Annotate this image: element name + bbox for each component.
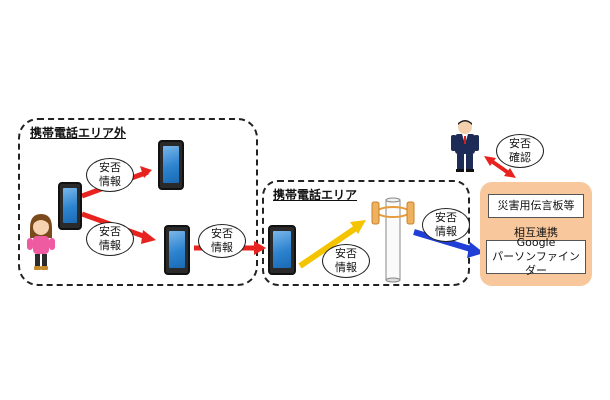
safety-info-bubble: 安否 情報	[422, 208, 470, 242]
bubble-line2: 情報	[435, 225, 457, 238]
businessman-person-icon	[451, 120, 479, 172]
bubble-line1: 安否	[435, 211, 457, 224]
google-person-finder-box: Google パーソンファインダー	[486, 236, 586, 277]
bubble-line1: 安否	[99, 225, 121, 238]
girl-person-icon	[27, 214, 55, 270]
bubble-line2: 情報	[211, 241, 233, 254]
red-double-arrow-icon	[484, 156, 516, 178]
disaster-message-board-label: 災害用伝言板等	[497, 199, 575, 212]
bubble-line2: 情報	[99, 175, 121, 188]
bubble-line2: 情報	[99, 239, 121, 252]
person-finder-line2: パーソンファインダー	[492, 250, 580, 277]
smartphone-icon	[158, 140, 184, 190]
safety-confirm-bubble: 安否 確認	[496, 134, 544, 168]
safety-info-bubble: 安否 情報	[86, 222, 134, 256]
bubble-line1: 安否	[211, 227, 233, 240]
bubble-line2: 確認	[509, 151, 531, 164]
smartphone-icon	[268, 225, 296, 275]
inside-area-title: 携帯電話エリア	[273, 188, 358, 202]
smartphone-icon	[164, 225, 190, 275]
smartphone-icon	[58, 182, 82, 230]
bubble-line2: 情報	[335, 261, 357, 274]
person-finder-line1: Google	[516, 236, 556, 249]
disaster-message-board-box: 災害用伝言板等	[488, 194, 584, 218]
bubble-line1: 安否	[99, 161, 121, 174]
outside-area-title: 携帯電話エリア外	[30, 126, 127, 140]
safety-info-bubble: 安否 情報	[86, 158, 134, 192]
bubble-line1: 安否	[509, 137, 531, 150]
outside-area-zone	[18, 118, 258, 286]
yellow-arrow-icon	[298, 220, 366, 269]
mutual-link-label: 相互連携	[514, 226, 558, 239]
safety-info-bubble: 安否 情報	[322, 244, 370, 278]
inside-area-zone	[262, 180, 470, 286]
safety-info-bubble: 安否 情報	[198, 224, 246, 258]
bubble-line1: 安否	[335, 247, 357, 260]
